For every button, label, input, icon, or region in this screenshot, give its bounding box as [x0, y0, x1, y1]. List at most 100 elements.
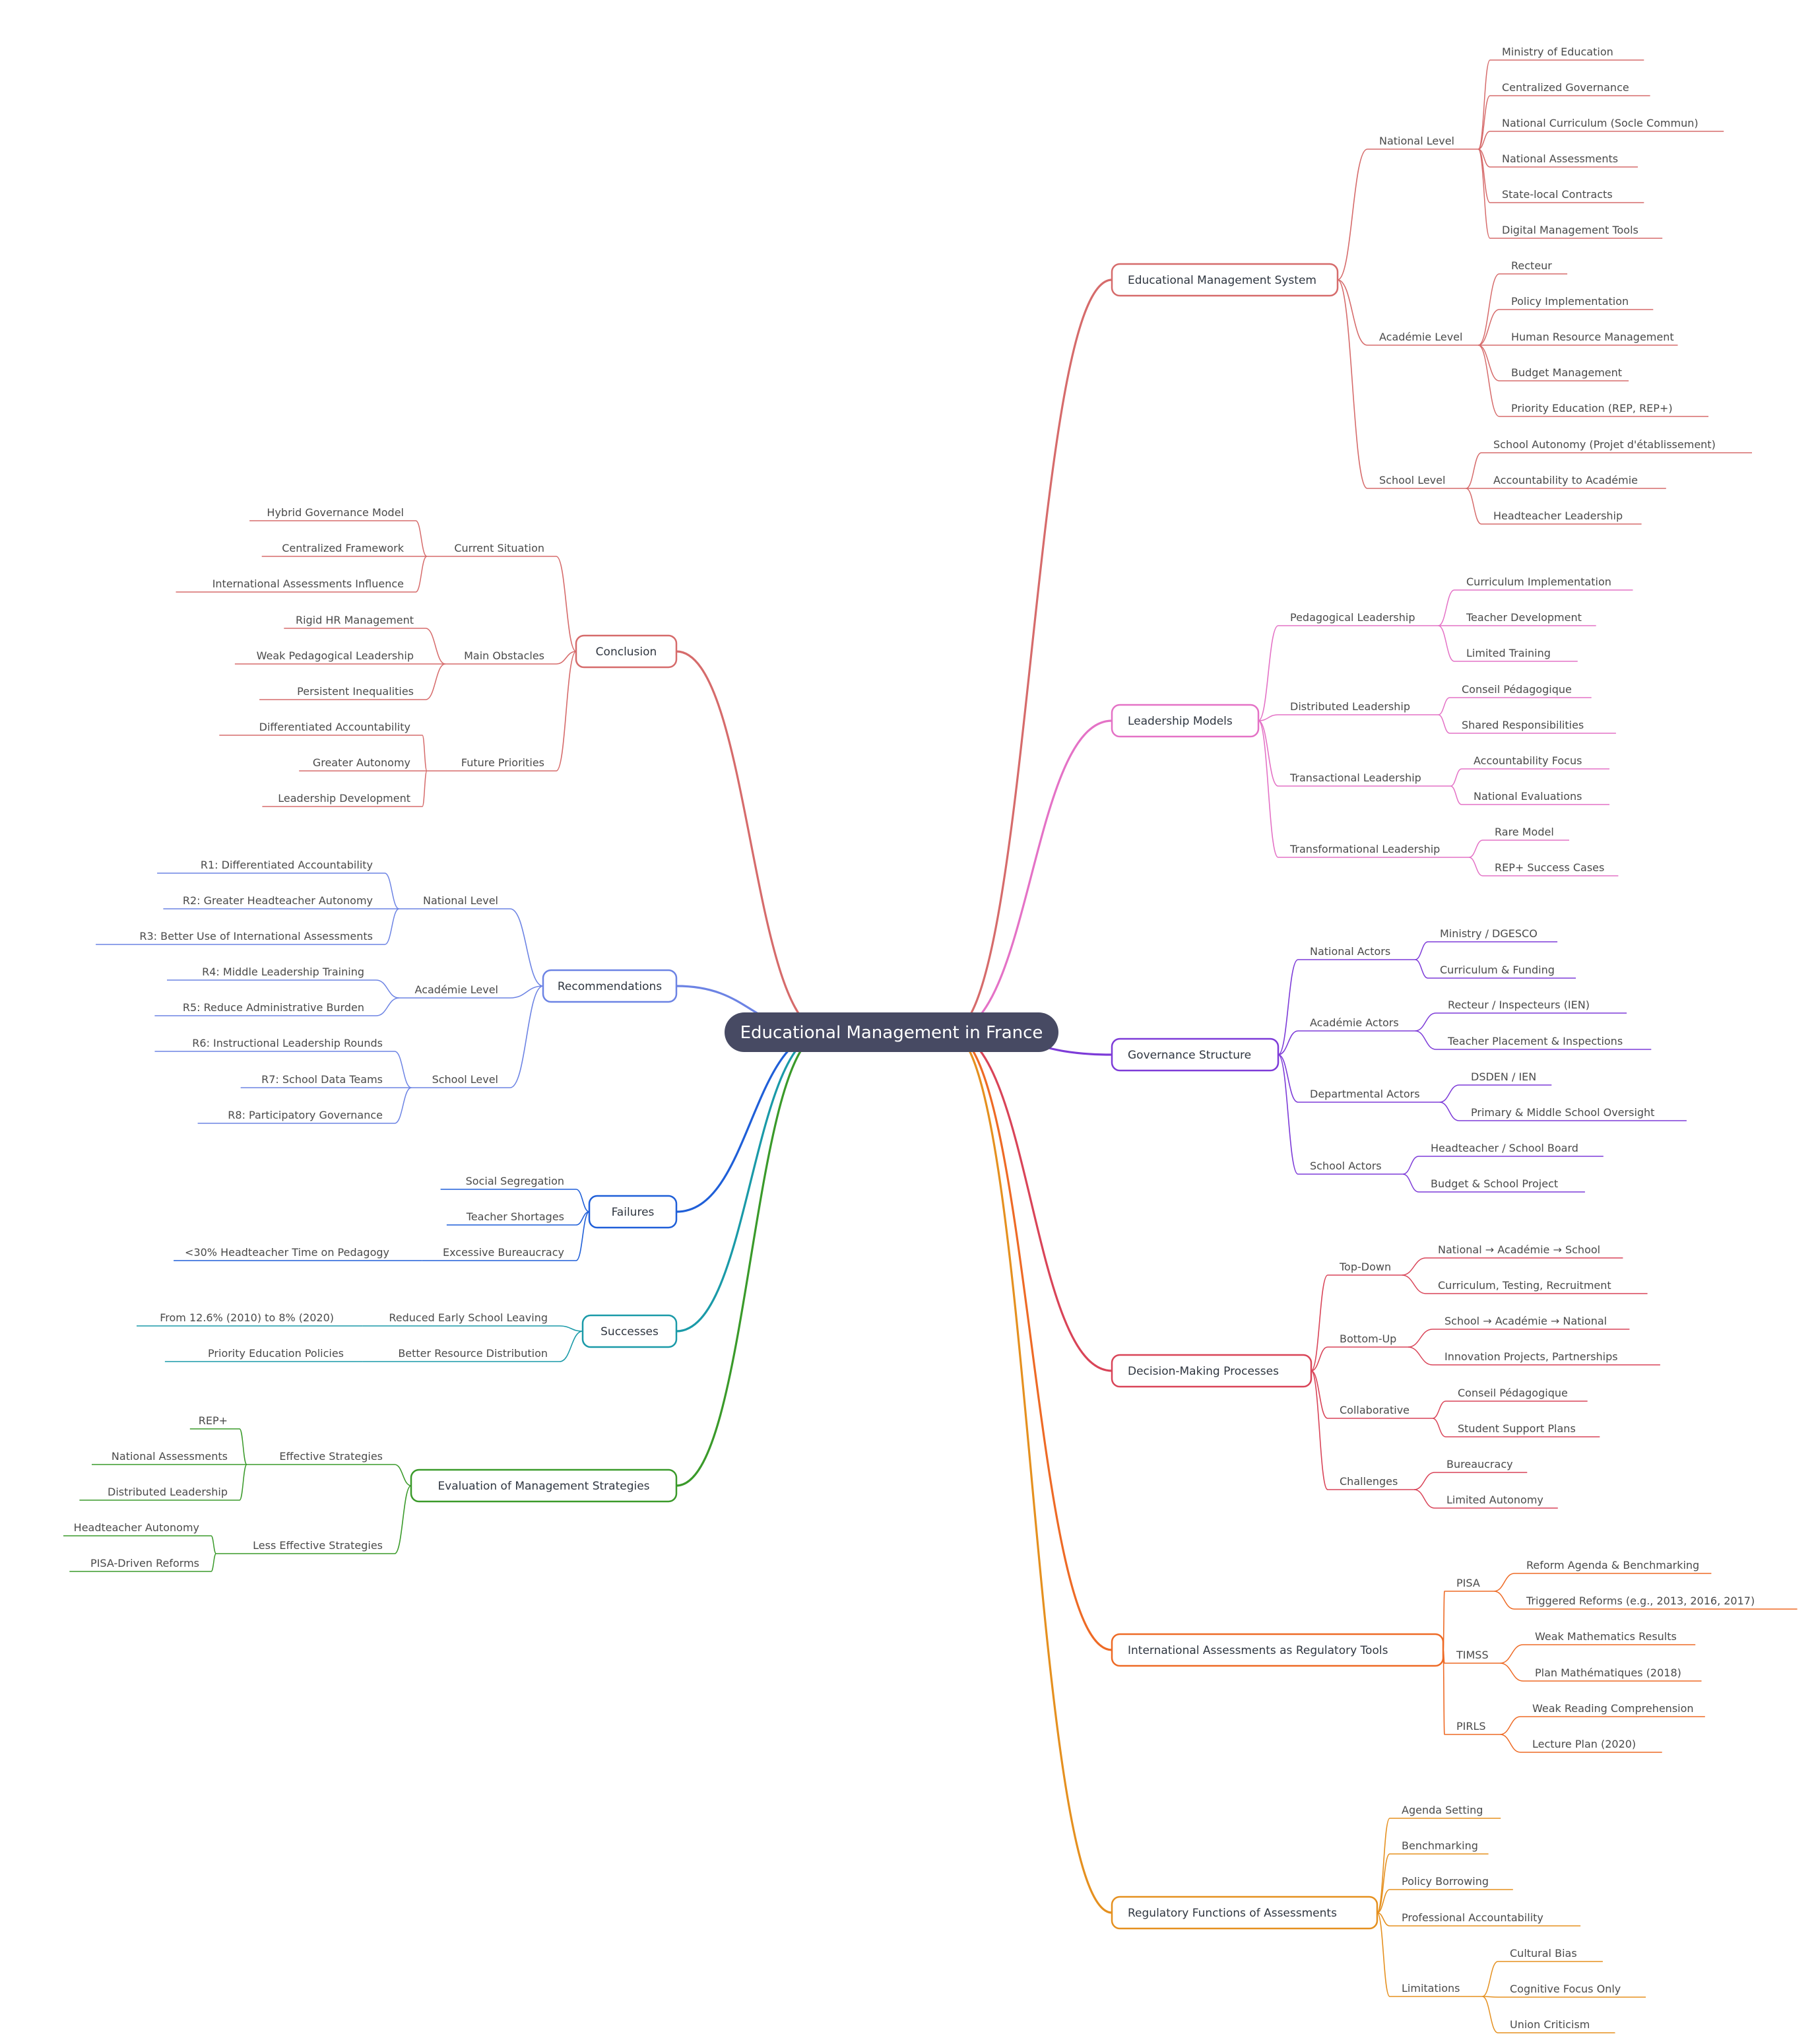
- sub-node-challenges[interactable]: Challenges: [1340, 1475, 1398, 1488]
- leaf-node-r7-school-data-teams[interactable]: R7: School Data Teams: [261, 1073, 383, 1086]
- leaf-node-limited-autonomy[interactable]: Limited Autonomy: [1446, 1494, 1543, 1506]
- leaf-node-human-resource-management[interactable]: Human Resource Management: [1511, 331, 1674, 343]
- leaf-node-weak-reading-comprehension[interactable]: Weak Reading Comprehension: [1532, 1702, 1694, 1715]
- leaf-node-curriculum-testing-recruitment[interactable]: Curriculum, Testing, Recruitment: [1438, 1279, 1611, 1292]
- sub-node-transactional-leadership[interactable]: Transactional Leadership: [1289, 772, 1421, 784]
- leaf-node-national-acad-mie-school[interactable]: National → Académie → School: [1438, 1243, 1600, 1256]
- leaf-node-shared-responsibilities[interactable]: Shared Responsibilities: [1462, 719, 1584, 731]
- leaf-node-recteur-inspecteurs-ien[interactable]: Recteur / Inspecteurs (IEN): [1448, 999, 1590, 1011]
- leaf-node-curriculum-funding[interactable]: Curriculum & Funding: [1440, 964, 1555, 976]
- sub-node-effective-strategies[interactable]: Effective Strategies: [279, 1450, 383, 1463]
- leaf-node-triggered-reforms-e-g-2013-2016-2017[interactable]: Triggered Reforms (e.g., 2013, 2016, 201…: [1526, 1595, 1755, 1607]
- sub-node-collaborative[interactable]: Collaborative: [1340, 1404, 1410, 1416]
- leaf-node-national-evaluations[interactable]: National Evaluations: [1474, 790, 1582, 803]
- leaf-node-r5-reduce-administrative-burden[interactable]: R5: Reduce Administrative Burden: [183, 1001, 364, 1014]
- branch-node-recommendations[interactable]: Recommendations: [542, 969, 678, 1003]
- leaf-node-r4-middle-leadership-training[interactable]: R4: Middle Leadership Training: [202, 966, 364, 978]
- leaf-node-r2-greater-headteacher-autonomy[interactable]: R2: Greater Headteacher Autonomy: [183, 894, 373, 907]
- leaf-node-limited-training[interactable]: Limited Training: [1466, 647, 1551, 659]
- branch-node-governance-structure[interactable]: Governance Structure: [1111, 1038, 1280, 1072]
- leaf-node-weak-mathematics-results[interactable]: Weak Mathematics Results: [1535, 1630, 1677, 1643]
- sub-node-acad-mie-actors[interactable]: Académie Actors: [1310, 1016, 1399, 1029]
- leaf-node-teacher-development[interactable]: Teacher Development: [1466, 611, 1582, 624]
- sub-node-teacher-shortages[interactable]: Teacher Shortages: [466, 1210, 564, 1223]
- leaf-node-state-local-contracts[interactable]: State-local Contracts: [1502, 188, 1613, 201]
- sub-node-distributed-leadership[interactable]: Distributed Leadership: [1290, 700, 1410, 713]
- leaf-node-national-assessments[interactable]: National Assessments: [112, 1450, 228, 1463]
- sub-node-school-level[interactable]: School Level: [1379, 474, 1445, 486]
- sub-node-social-segregation[interactable]: Social Segregation: [466, 1175, 564, 1187]
- leaf-node-headteacher-autonomy[interactable]: Headteacher Autonomy: [74, 1521, 199, 1534]
- leaf-node-r3-better-use-of-international-assessmen[interactable]: R3: Better Use of International Assessme…: [139, 930, 373, 942]
- branch-node-failures[interactable]: Failures: [588, 1195, 678, 1229]
- branch-node-international-assessments-as-regulatory-[interactable]: International Assessments as Regulatory …: [1111, 1633, 1444, 1667]
- leaf-node-r1-differentiated-accountability[interactable]: R1: Differentiated Accountability: [201, 859, 373, 871]
- sub-node-pisa[interactable]: PISA: [1456, 1577, 1480, 1589]
- branch-node-educational-management-system[interactable]: Educational Management System: [1111, 263, 1339, 297]
- root-node[interactable]: Educational Management in France: [725, 1012, 1058, 1052]
- leaf-node-policy-implementation[interactable]: Policy Implementation: [1511, 295, 1629, 308]
- leaf-node-priority-education-policies[interactable]: Priority Education Policies: [208, 1347, 344, 1360]
- leaf-node-distributed-leadership[interactable]: Distributed Leadership: [108, 1486, 228, 1498]
- leaf-node-r6-instructional-leadership-rounds[interactable]: R6: Instructional Leadership Rounds: [192, 1037, 383, 1049]
- leaf-node-cultural-bias[interactable]: Cultural Bias: [1510, 1947, 1577, 1960]
- sub-node-transformational-leadership[interactable]: Transformational Leadership: [1289, 843, 1440, 855]
- sub-node-national-level[interactable]: National Level: [423, 894, 498, 907]
- leaf-node-greater-autonomy[interactable]: Greater Autonomy: [313, 756, 410, 769]
- leaf-node-curriculum-implementation[interactable]: Curriculum Implementation: [1466, 576, 1611, 588]
- leaf-node-conseil-p-dagogique[interactable]: Conseil Pédagogique: [1458, 1387, 1568, 1399]
- sub-node-school-actors[interactable]: School Actors: [1310, 1160, 1382, 1172]
- branch-node-conclusion[interactable]: Conclusion: [575, 634, 678, 669]
- sub-node-top-down[interactable]: Top-Down: [1339, 1261, 1391, 1273]
- leaf-node-recteur[interactable]: Recteur: [1511, 259, 1552, 272]
- leaf-node-student-support-plans[interactable]: Student Support Plans: [1458, 1422, 1576, 1435]
- leaf-node-school-acad-mie-national[interactable]: School → Académie → National: [1444, 1315, 1607, 1327]
- leaf-node-international-assessments-influence[interactable]: International Assessments Influence: [212, 577, 404, 590]
- leaf-node-differentiated-accountability[interactable]: Differentiated Accountability: [259, 721, 410, 733]
- branch-node-successes[interactable]: Successes: [581, 1314, 678, 1348]
- sub-node-acad-mie-level[interactable]: Académie Level: [1379, 331, 1462, 343]
- sub-node-professional-accountability[interactable]: Professional Accountability: [1402, 1911, 1543, 1924]
- sub-node-limitations[interactable]: Limitations: [1402, 1982, 1460, 1995]
- sub-node-pedagogical-leadership[interactable]: Pedagogical Leadership: [1290, 611, 1415, 624]
- leaf-node-dsden-ien[interactable]: DSDEN / IEN: [1471, 1071, 1536, 1083]
- sub-node-pirls[interactable]: PIRLS: [1456, 1720, 1486, 1732]
- leaf-node-rep[interactable]: REP+: [199, 1414, 228, 1427]
- sub-node-national-actors[interactable]: National Actors: [1310, 945, 1390, 958]
- leaf-node-budget-school-project[interactable]: Budget & School Project: [1431, 1177, 1558, 1190]
- leaf-node-hybrid-governance-model[interactable]: Hybrid Governance Model: [267, 506, 404, 519]
- leaf-node-ministry-dgesco[interactable]: Ministry / DGESCO: [1440, 927, 1538, 940]
- sub-node-school-level[interactable]: School Level: [432, 1073, 498, 1086]
- leaf-node-conseil-p-dagogique[interactable]: Conseil Pédagogique: [1462, 683, 1572, 696]
- branch-node-evaluation-of-management-strategies[interactable]: Evaluation of Management Strategies: [410, 1468, 678, 1503]
- leaf-node-30-headteacher-time-on-pedagogy[interactable]: <30% Headteacher Time on Pedagogy: [185, 1246, 389, 1259]
- leaf-node-rigid-hr-management[interactable]: Rigid HR Management: [296, 614, 414, 626]
- leaf-node-union-criticism[interactable]: Union Criticism: [1510, 2018, 1590, 2031]
- leaf-node-rare-model[interactable]: Rare Model: [1495, 826, 1554, 838]
- leaf-node-school-autonomy-projet-d-tablissement[interactable]: School Autonomy (Projet d'établissement): [1493, 438, 1716, 451]
- leaf-node-national-assessments[interactable]: National Assessments: [1502, 152, 1618, 165]
- leaf-node-national-curriculum-socle-commun[interactable]: National Curriculum (Socle Commun): [1502, 117, 1699, 129]
- sub-node-reduced-early-school-leaving[interactable]: Reduced Early School Leaving: [389, 1311, 548, 1324]
- leaf-node-reform-agenda-benchmarking[interactable]: Reform Agenda & Benchmarking: [1526, 1559, 1699, 1571]
- sub-node-national-level[interactable]: National Level: [1379, 135, 1454, 147]
- branch-node-decision-making-processes[interactable]: Decision-Making Processes: [1111, 1354, 1313, 1388]
- leaf-node-bureaucracy[interactable]: Bureaucracy: [1446, 1458, 1513, 1470]
- leaf-node-priority-education-rep-rep[interactable]: Priority Education (REP, REP+): [1511, 402, 1673, 414]
- sub-node-excessive-bureaucracy[interactable]: Excessive Bureaucracy: [443, 1246, 564, 1259]
- leaf-node-pisa-driven-reforms[interactable]: PISA-Driven Reforms: [90, 1557, 199, 1569]
- sub-node-less-effective-strategies[interactable]: Less Effective Strategies: [253, 1539, 383, 1552]
- sub-node-main-obstacles[interactable]: Main Obstacles: [464, 649, 544, 662]
- sub-node-bottom-up[interactable]: Bottom-Up: [1340, 1333, 1396, 1345]
- sub-node-benchmarking[interactable]: Benchmarking: [1402, 1839, 1478, 1852]
- leaf-node-centralized-framework[interactable]: Centralized Framework: [282, 542, 404, 554]
- leaf-node-accountability-focus[interactable]: Accountability Focus: [1474, 754, 1582, 767]
- leaf-node-digital-management-tools[interactable]: Digital Management Tools: [1502, 224, 1638, 236]
- leaf-node-persistent-inequalities[interactable]: Persistent Inequalities: [297, 685, 414, 698]
- branch-node-regulatory-functions-of-assessments[interactable]: Regulatory Functions of Assessments: [1111, 1896, 1378, 1930]
- branch-node-leadership-models[interactable]: Leadership Models: [1111, 704, 1260, 738]
- leaf-node-teacher-placement-inspections[interactable]: Teacher Placement & Inspections: [1447, 1035, 1623, 1047]
- leaf-node-plan-math-matiques-2018[interactable]: Plan Mathématiques (2018): [1535, 1666, 1681, 1679]
- sub-node-better-resource-distribution[interactable]: Better Resource Distribution: [398, 1347, 548, 1360]
- leaf-node-accountability-to-acad-mie[interactable]: Accountability to Académie: [1493, 474, 1638, 486]
